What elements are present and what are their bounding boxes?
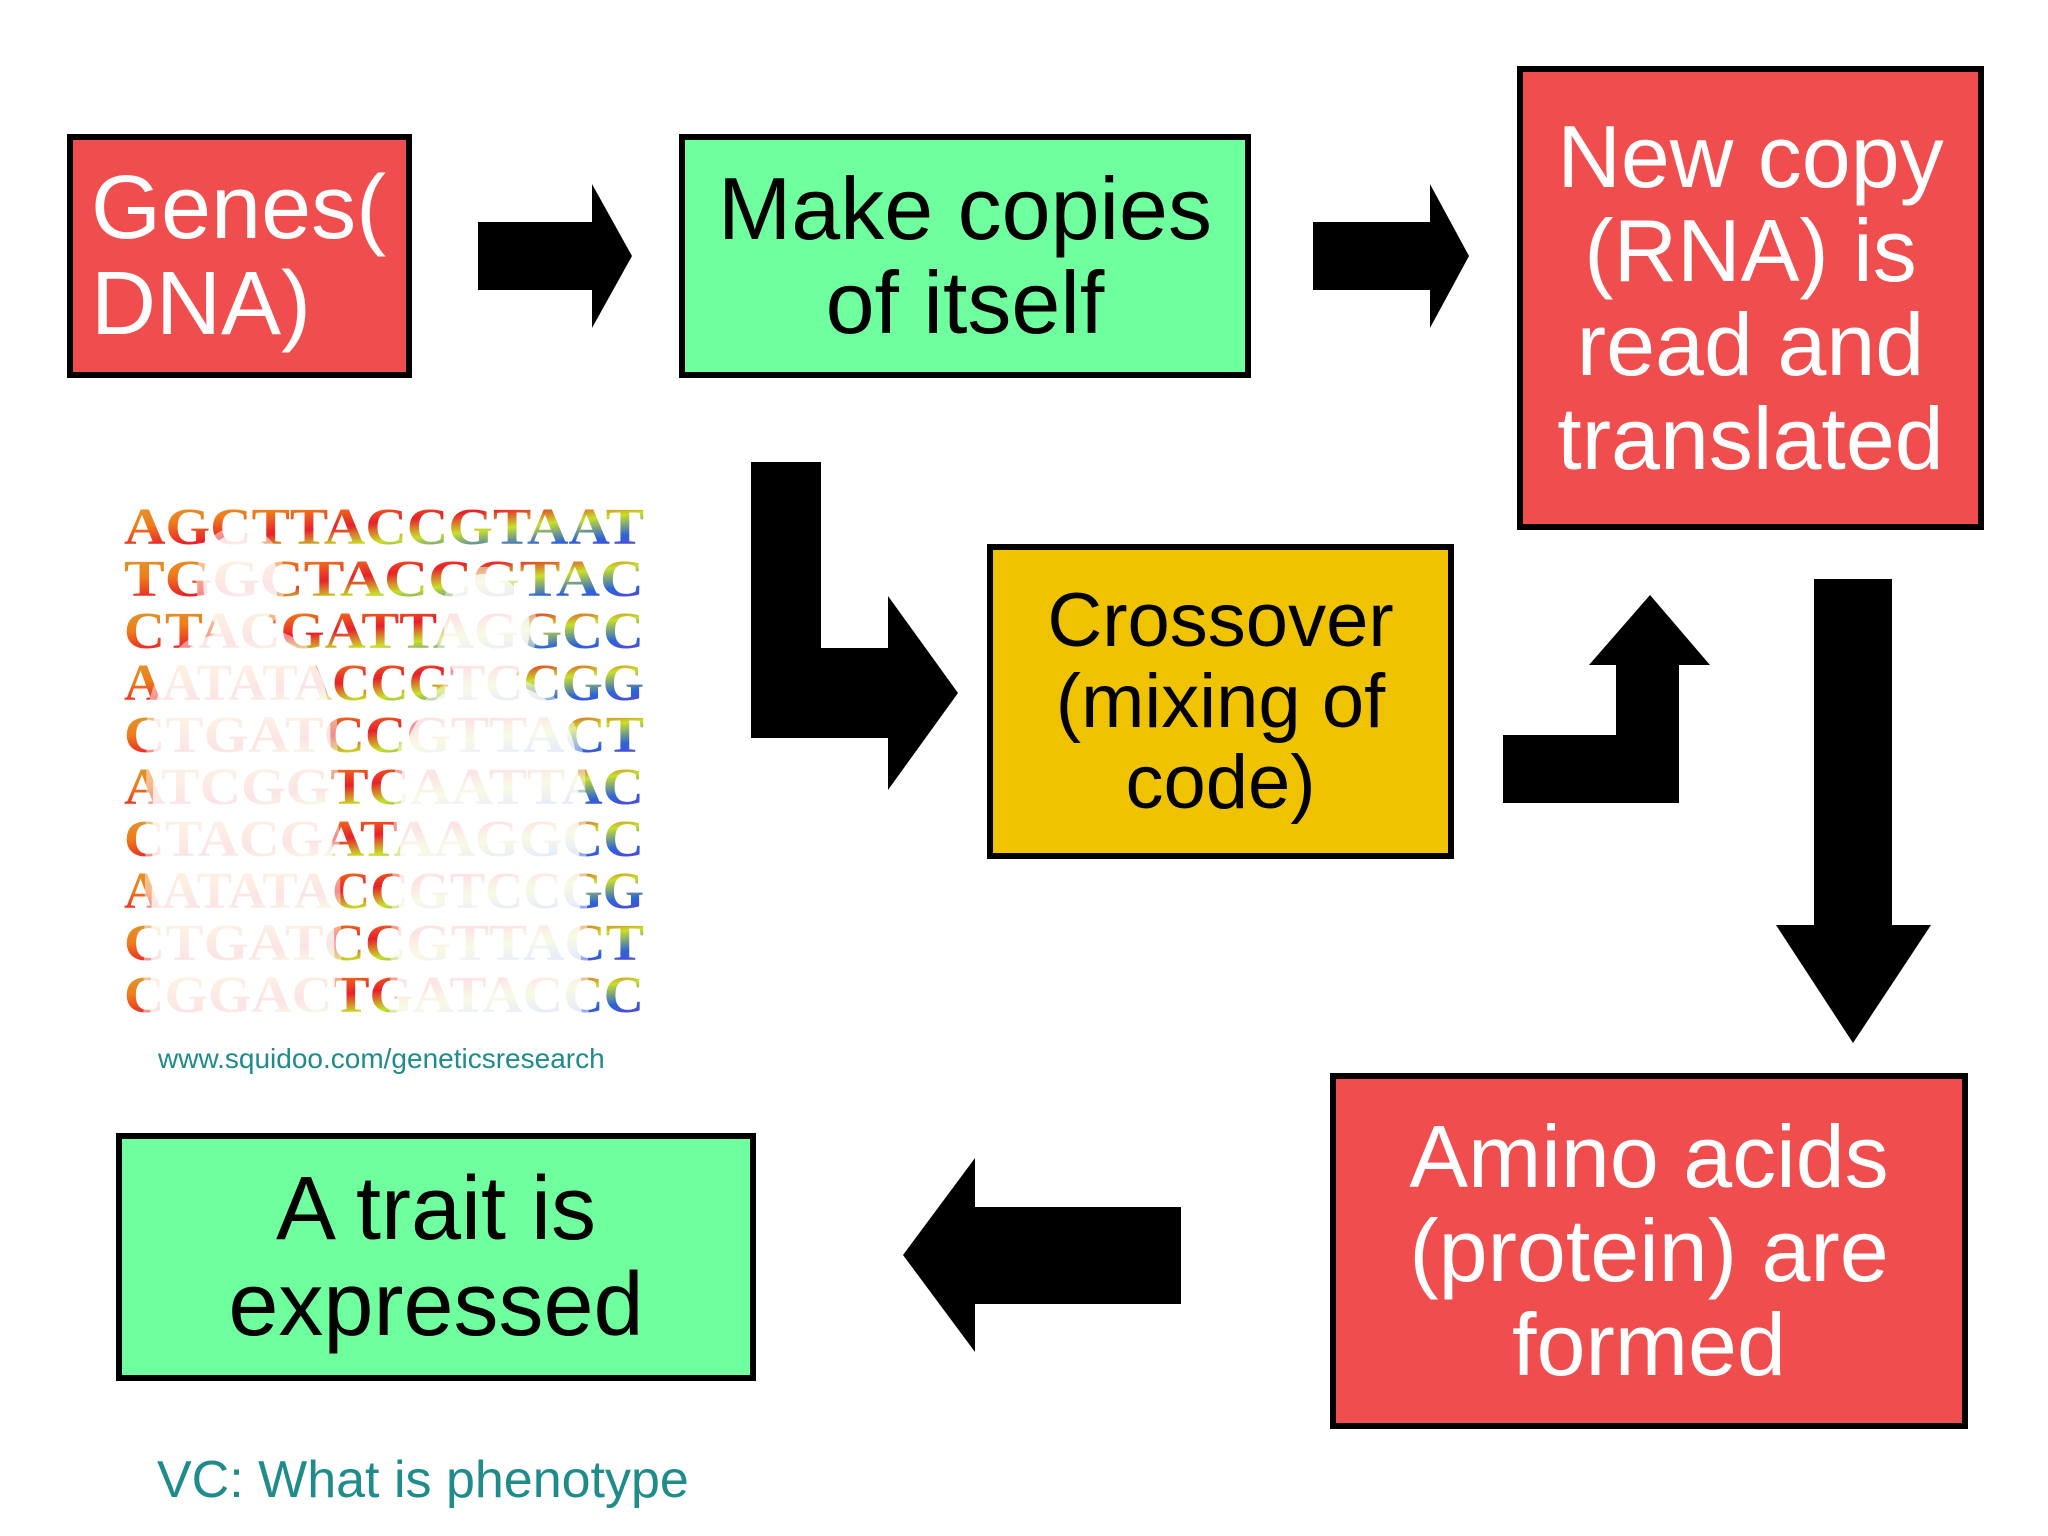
dna-letter-row: AGCTTACCGTAAT [124,499,644,556]
dna-letters-image: AGCTTACCGTAATTGGCTACCGTACCTACGATTAGGCCAA… [116,494,656,1034]
arrow-amino-to-trait [903,1158,1181,1352]
make-copies-box: Make copies of itself [679,134,1251,378]
silhouette-figures [142,526,590,1034]
crossover-box: Crossover (mixing of code) [987,544,1454,859]
arrow-copies-to-crossover [751,462,958,790]
vc-note: VC: What is phenotype [157,1451,689,1509]
image-credit: www.squidoo.com/geneticsresearch [158,1043,605,1074]
arrow-copies-to-rna [1313,184,1469,328]
trait-expressed-box: A trait is expressed [116,1133,756,1381]
arrow-rna-to-amino [1776,579,1931,1043]
amino-acids-box: Amino acids (protein) are formed [1330,1073,1968,1429]
genes-dna-box: Genes( DNA) [67,134,412,378]
arrow-genes-to-copies [478,184,632,328]
rna-translated-box: New copy (RNA) is read and translated [1517,66,1984,530]
arrow-crossover-to-rna [1503,595,1710,803]
